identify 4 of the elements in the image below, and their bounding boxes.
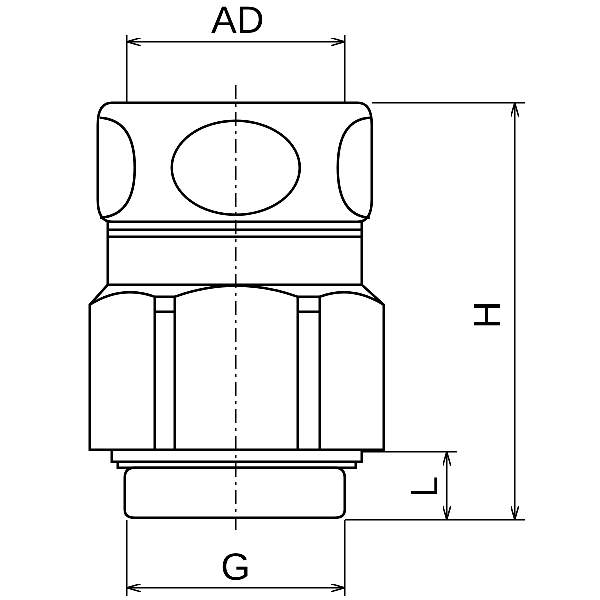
dimension-label: L bbox=[406, 476, 444, 498]
dimension-label: G bbox=[221, 549, 251, 587]
dimension-label: AD bbox=[212, 2, 264, 40]
dimension-label: H bbox=[469, 301, 508, 329]
